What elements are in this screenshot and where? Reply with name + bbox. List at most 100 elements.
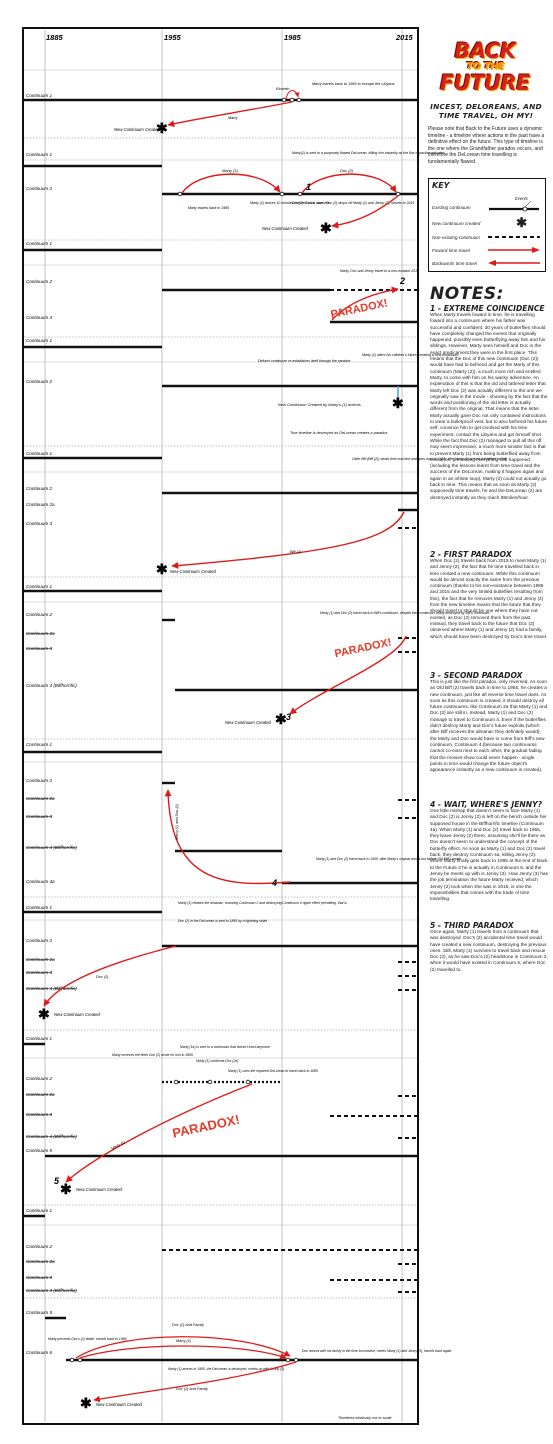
ann-letter: Marty recieves the letter Doc (2) wrote …	[112, 1053, 193, 1057]
note-body: Once again, Marty (1) travels from a con…	[430, 930, 548, 973]
label-continuum-1: Continuum 1	[26, 1036, 52, 1041]
label-continuum-6: Continuum 6	[26, 1350, 52, 1355]
arrow-biff2-backwards	[171, 511, 405, 569]
label-new-created: New Continuum Created	[262, 226, 309, 231]
label-continuum-3: Continuum 3	[26, 315, 52, 320]
arrow-marty-doc-back	[164, 789, 291, 885]
label-new-created: New Continuum Created	[54, 1012, 101, 1017]
subtitle: INCEST, DELOREANS, AND TIME TRAVEL, OH M…	[430, 102, 542, 120]
arrow-marty-1955	[167, 101, 293, 128]
asterisk-new-continuum: ✱	[60, 1181, 72, 1197]
asterisk-new-continuum: ✱	[156, 561, 168, 577]
note-5: 5 - THIRD PARADOX Once again, Marty (1) …	[430, 921, 548, 974]
ann-marty2-sent: Marty(2) is sent to a purposely flawed D…	[292, 151, 445, 155]
note-title: 5 - THIRD PARADOX	[430, 921, 514, 930]
ann-true-destroyed: True timeline is destroyed as DeLorean c…	[290, 431, 389, 435]
key-nonexisting-label: Non-existing continuum	[432, 235, 481, 240]
key-events-symbol	[489, 200, 539, 212]
label-continuum-1: Continuum 1	[26, 742, 52, 747]
label-continuum-4: Continuum 4 (Biffhorrific)	[26, 1134, 77, 1139]
arrow-marty1-1885	[65, 1083, 253, 1183]
ann-confronts: Marty (1) confronts Doc (2a)	[196, 1059, 238, 1063]
label-continuum-1: Continuum 1	[26, 1208, 52, 1213]
label-continuum-4: Continuum 4 (Biffhorrific)	[26, 683, 77, 688]
ann-doc-arrives: Doc arrives with his family in the time …	[302, 1349, 452, 1353]
label-continuum-1: Continuum 1	[26, 152, 52, 157]
label-continuum-2: Continuum 2	[26, 279, 52, 284]
key-title: KEY	[432, 181, 450, 190]
label-continuum-3: Continuum 3	[26, 970, 52, 975]
ann-einstein: Einstein	[276, 87, 290, 91]
label-continuum-2a: Continuum 2a	[26, 502, 55, 507]
label-continuum-2: Continuum 2	[26, 379, 52, 384]
note-body: When Marty travels foward in time, he is…	[430, 313, 548, 501]
note-title: 2 - FIRST PARADOX	[430, 550, 512, 559]
label-continuum-2: Continuum 2	[26, 612, 52, 617]
forward-arrow-icon	[488, 247, 540, 253]
note-4: 4 - WAIT, WHERE'S JENNY? One little mish…	[430, 800, 548, 903]
label-continuum-1: Continuum 1	[26, 905, 52, 910]
ann-marty-alters: Marty (1) alters his children's future, …	[362, 353, 458, 357]
event-dots	[281, 97, 302, 103]
note-1: 1 - EXTREME COINCIDENCE When Marty trave…	[430, 304, 548, 502]
label-continuum-2: Continuum 2	[26, 1244, 52, 1249]
arrow-einstein	[285, 90, 300, 100]
asterisk-new-continuum: ✱	[38, 1006, 50, 1022]
label-continuum-2a: Continuum 2a	[26, 796, 55, 801]
arrow-marty1-forward	[181, 173, 281, 194]
event-dots	[173, 1079, 251, 1085]
ann-marty: Marty	[228, 116, 239, 120]
label-continuum-1: Continuum 1	[26, 93, 52, 98]
arrow-forward-continuum4	[289, 635, 407, 715]
number-marker-2: 2	[399, 276, 405, 286]
key-legend: KEY Existing continuum Events New contin…	[428, 178, 546, 272]
label-continuum-4: Continuum 4 (Biffhorrific)	[26, 986, 77, 991]
note-3: 3 - SECOND PARADOX This is just like the…	[430, 671, 548, 774]
label-continuum-2: Continuum 2	[26, 1076, 52, 1081]
label-continuum-2: Continuum 2	[26, 778, 52, 783]
note-2: 2 - FIRST PARADOX When Doc (2) travels b…	[430, 550, 548, 641]
ann-doc-sent: Doc (2) in the DeLorean is sent to 1885 …	[178, 919, 267, 923]
note-body: This is just like the first paradox, onl…	[430, 680, 548, 774]
key-events-label: Events	[515, 196, 528, 201]
label-continuum-2: Continuum 2	[26, 938, 52, 943]
notes-title: NOTES:	[430, 284, 504, 304]
diagram-frame	[22, 27, 419, 1425]
label-continuum-1: Continuum 1	[26, 241, 52, 246]
ann-marty-retakes: Marty (1) retakes the almanac, restoring…	[178, 901, 347, 905]
label-continuum-4: Continuum 4 (Biffhorrific)	[26, 1288, 77, 1293]
ann-biff2: Biff (2)	[290, 550, 302, 554]
ann-sent: Marty (1a) is sent to a continuum that d…	[180, 1045, 271, 1049]
note-body: When Doc (2) travels back from 2015 to m…	[430, 559, 548, 640]
label-continuum-1: Continuum 1	[26, 451, 52, 456]
note-title: 4 - WAIT, WHERE'S JENNY?	[430, 800, 543, 809]
key-forward-label: Foward time travel	[432, 248, 470, 253]
ann-marty-arrives: Marty (1) arrives 10 minutes before Doc …	[250, 201, 324, 205]
ann-marty-1985: Marty travels back to 1985	[188, 206, 229, 210]
arrow-jenny-forward	[331, 286, 399, 321]
ann-uses: Marty (1) uses the repaired DeLorean to …	[228, 1069, 318, 1073]
ann-prevents: Marty prevents Doc's (2) death, travels …	[48, 1337, 127, 1341]
label-continuum-3: Continuum 3	[26, 1112, 52, 1117]
label-continuum-5: Continuum 5	[26, 1148, 52, 1153]
arrow-doc2-forward	[301, 173, 397, 194]
arrow-doc2-1885	[43, 945, 177, 1007]
ann-doc-shot: Doc (2) is shot, survives	[292, 201, 330, 205]
asterisk-icon: ✱	[516, 215, 527, 230]
label-continuum-2a: Continuum 2a	[26, 957, 55, 962]
label-continuum-3: Continuum 3	[26, 1275, 52, 1280]
label-continuum-2: Continuum 2	[26, 186, 52, 191]
label-continuum-4a: Continuum 4a	[26, 879, 55, 884]
ann-doc-family: Doc (2) and Family	[172, 1323, 205, 1327]
label-continuum-2a: Continuum 2a	[26, 1092, 55, 1097]
label-new-created-marty: New Continuum Created by Marty's (1) act…	[278, 402, 361, 407]
paradox-stamp: PARADOX!	[171, 1112, 241, 1141]
note-title: 3 - SECOND PARADOX	[430, 671, 523, 680]
arrow-doc-family	[75, 1336, 291, 1359]
logo-future: FUTURE	[439, 71, 531, 95]
label-continuum-5: Continuum 5	[26, 1310, 52, 1315]
logo: BACK TO THE FUTURE	[424, 40, 546, 96]
number-marker-1: 1	[306, 182, 311, 192]
label-new-created: New Continuum Created	[114, 127, 161, 132]
